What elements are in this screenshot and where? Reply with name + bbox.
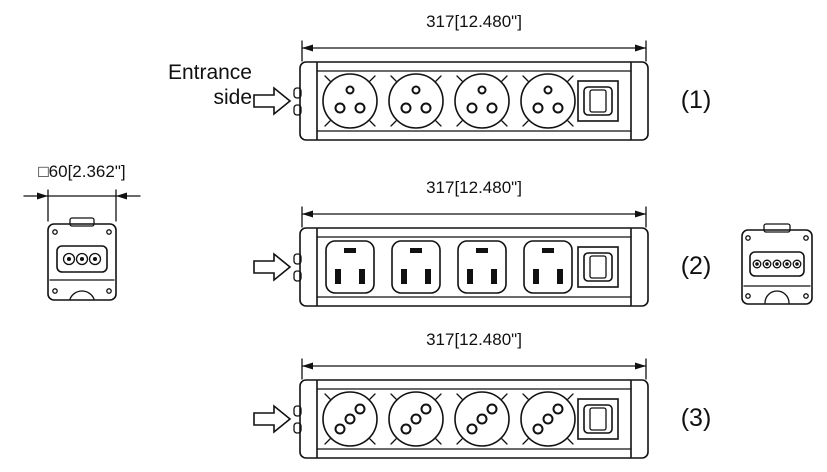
power-switch-icon [577, 246, 619, 288]
entrance-arrow-3 [253, 405, 291, 433]
socket-diagonal-icon [520, 391, 576, 447]
view-label-2: (2) [680, 252, 712, 280]
entrance-arrow-2 [253, 253, 291, 281]
dimension-label-length-1: 317[12.480"] [426, 12, 522, 31]
dimension-line-side [23, 189, 141, 222]
dimension-line-length-3 [301, 358, 647, 380]
connector-5pin-icon [752, 259, 802, 269]
socket-diagonal-icon [454, 391, 510, 447]
power-switch-icon [577, 80, 619, 122]
dimension-line-length-1 [301, 40, 647, 62]
view-label-1: (1) [680, 86, 712, 114]
entrance-side-label-line1: Entrance [167, 61, 252, 84]
socket-diagonal-icon [388, 391, 444, 447]
dimension-label-length-2: 317[12.480"] [426, 178, 522, 197]
socket-french-icon [520, 73, 576, 129]
connector-3pin-icon [62, 252, 102, 266]
socket-slot-icon [457, 240, 507, 294]
socket-slot-icon [325, 240, 375, 294]
dimension-label-side: □60[2.362"] [38, 162, 126, 181]
dimension-label-length-3: 317[12.480"] [426, 330, 522, 349]
power-strip-3 [293, 379, 649, 459]
socket-slot-icon [391, 240, 441, 294]
entrance-side-label-line2: side [213, 86, 252, 109]
power-strip-2 [293, 227, 649, 307]
strip-body [293, 227, 649, 307]
end-view-left [47, 217, 117, 301]
power-strip-1 [293, 61, 649, 141]
socket-slot-icon [523, 240, 573, 294]
view-label-3: (3) [680, 404, 712, 432]
end-view-right [741, 223, 813, 305]
socket-french-icon [388, 73, 444, 129]
socket-french-icon [322, 73, 378, 129]
power-switch-icon [577, 398, 619, 440]
entrance-arrow-1 [253, 87, 291, 115]
socket-diagonal-icon [322, 391, 378, 447]
socket-french-icon [454, 73, 510, 129]
dimension-line-length-2 [301, 206, 647, 228]
